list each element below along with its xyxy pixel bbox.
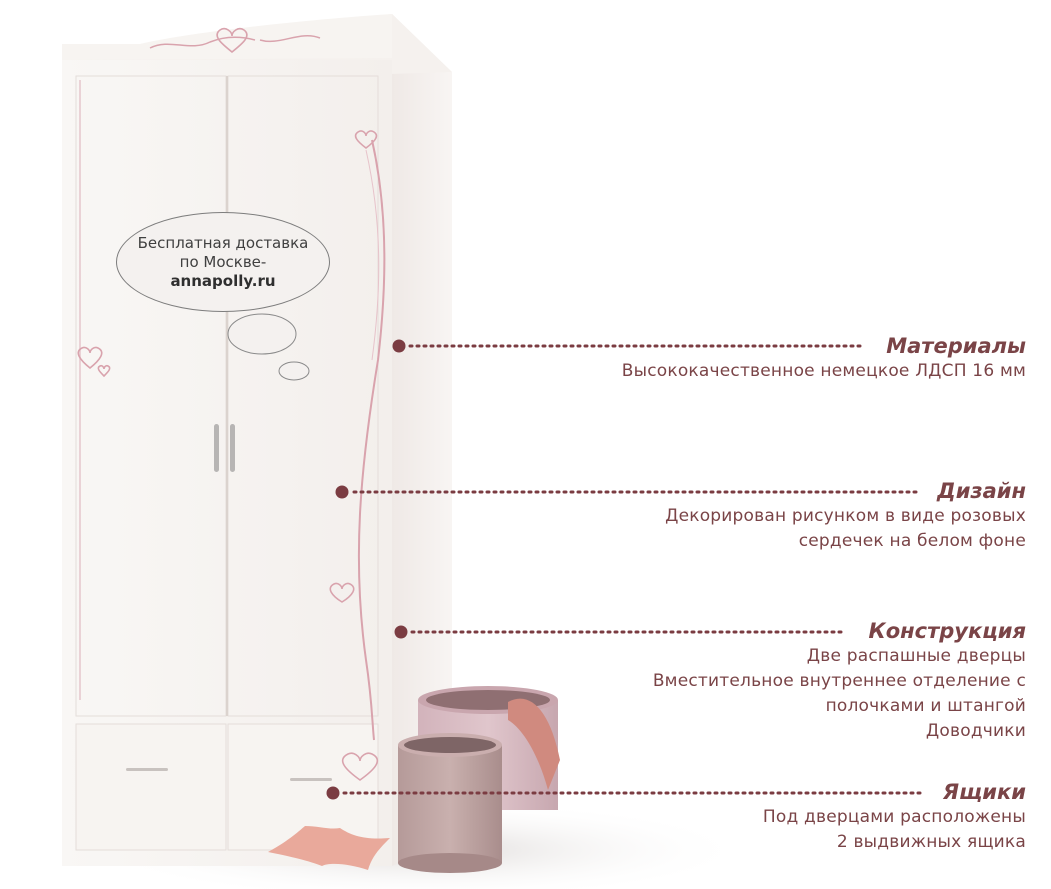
- crown-ornament: [149, 34, 321, 49]
- leader-construction: [394, 625, 846, 639]
- feature-desc-line: сердечек на белом фоне: [798, 531, 1026, 551]
- feature-desc-line: Под дверцами расположены: [762, 807, 1026, 827]
- basket-mauve: [398, 733, 502, 873]
- thought-bubble-medium: [227, 313, 297, 355]
- feature-title: Конструкция: [868, 619, 1026, 643]
- thought-bubble-small: [278, 361, 310, 381]
- leader-design: [335, 485, 918, 499]
- feature-title: Дизайн: [936, 479, 1026, 503]
- delivery-line-2: по Москве-: [179, 252, 267, 271]
- door-handle-left: [214, 424, 219, 472]
- feature-desc-line: 2 выдвижных ящика: [836, 832, 1026, 852]
- drawer-left: [75, 723, 227, 851]
- site-name: annapolly.ru: [170, 271, 276, 290]
- leader-drawers: [326, 786, 926, 800]
- feature-desc-line: Высококачественное немецкое ЛДСП 16 мм: [621, 361, 1026, 381]
- feature-title: Ящики: [942, 780, 1026, 804]
- feature-desc-line: Две распашные дверцы: [806, 646, 1026, 666]
- leader-materials: [392, 339, 866, 353]
- decor-curve: [357, 139, 386, 741]
- wardrobe-side: [392, 14, 452, 866]
- heart-door-right: [354, 130, 378, 150]
- heart-door-left: [77, 346, 103, 370]
- star-pillow: [268, 826, 390, 870]
- delivery-bubble: Бесплатная доставка по Москве- annapolly…: [116, 212, 330, 312]
- feature-desc-line: Вместительное внутреннее отделение с: [652, 671, 1026, 691]
- door-handle-right: [230, 424, 235, 472]
- feature-title: Материалы: [886, 334, 1026, 358]
- heart-lower: [329, 582, 355, 603]
- feature-desc-line: Декорирован рисунком в виде розовых: [665, 506, 1026, 526]
- feature-design: Дизайн Декорирован рисунком в виде розов…: [665, 478, 1026, 554]
- feature-drawers: Ящики Под дверцами расположены 2 выдвижн…: [763, 779, 1026, 855]
- feature-construction: Конструкция Две распашные дверцы Вместит…: [653, 618, 1026, 744]
- delivery-line-1: Бесплатная доставка: [137, 233, 309, 252]
- feature-desc-line: полочками и штангой: [825, 696, 1026, 716]
- feature-desc-line: Доводчики: [925, 721, 1026, 741]
- feature-materials: Материалы Высококачественное немецкое ЛД…: [622, 333, 1026, 384]
- heart-top: [216, 27, 248, 54]
